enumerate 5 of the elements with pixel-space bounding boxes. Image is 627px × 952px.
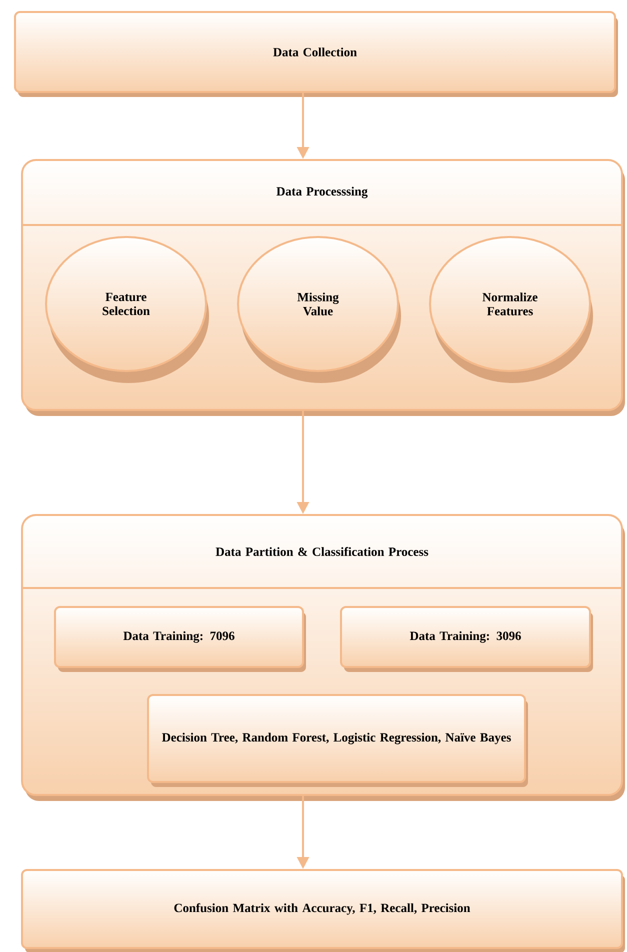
process-box: Data Collection [14,11,618,97]
process-box: Data Training: 3096 [340,606,593,672]
process-box: Decision Tree, Random Forest, Logistic Regression, Naïve Bayes [147,694,528,787]
process-box: Confusion Matrix with Accuracy, F1, Recall, Precision [21,869,625,952]
process-box: Data Training: 7096 [54,606,306,672]
